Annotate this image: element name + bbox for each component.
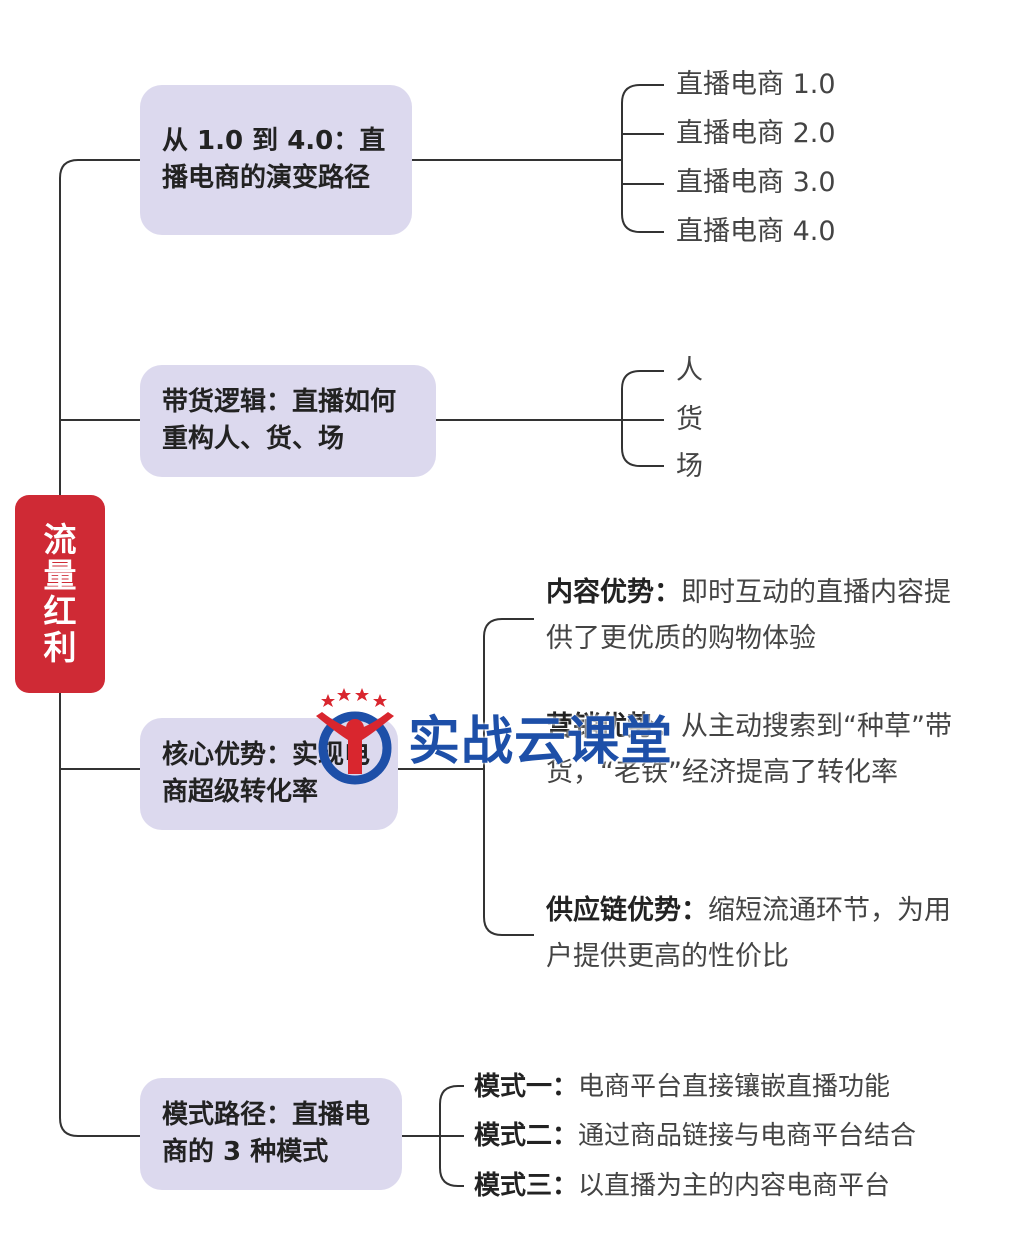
detail-marketing-title: 营销优势： bbox=[546, 711, 681, 742]
leaf-live-3: 直播电商 3.0 bbox=[676, 167, 836, 198]
mode-three: 模式三：以直播为主的内容电商平台 bbox=[474, 1169, 890, 1203]
root-node: 流量红利 bbox=[15, 495, 105, 693]
leaf-live-4: 直播电商 4.0 bbox=[676, 216, 836, 247]
detail-content-text: 即时互动的直播内容提供了更优质的购物体验 bbox=[546, 577, 951, 654]
branch-advantage-label: 核心优势：实现电商超级转化率 bbox=[162, 740, 371, 807]
watermark-text: 实战云课堂 bbox=[408, 711, 674, 772]
branch-modes-label: 模式路径：直播电商的 3 种模式 bbox=[162, 1100, 371, 1167]
mode-three-title: 模式三： bbox=[474, 1171, 579, 1201]
leaf-goods: 货 bbox=[676, 404, 703, 435]
mode-two-text: 通过商品链接与电商平台结合 bbox=[578, 1121, 917, 1151]
detail-marketing-text: 从主动搜索到“种草”带货，“老铁”经济提高了转化率 bbox=[546, 711, 952, 788]
mode-three-text: 以直播为主的内容电商平台 bbox=[578, 1171, 891, 1201]
leaf-people: 人 bbox=[676, 355, 703, 386]
mode-one-title: 模式一： bbox=[474, 1072, 579, 1102]
root-label: 流量红利 bbox=[43, 520, 77, 667]
watermark: 实战云课堂 bbox=[308, 686, 708, 786]
detail-content-title: 内容优势： bbox=[546, 577, 681, 608]
detail-content: 内容优势：即时互动的直播内容提供了更优质的购物体验 bbox=[546, 570, 966, 662]
leaf-live-1: 直播电商 1.0 bbox=[676, 69, 836, 100]
mode-one-text: 电商平台直接镶嵌直播功能 bbox=[578, 1072, 891, 1102]
branch-evolution: 从 1.0 到 4.0：直播电商的演变路径 bbox=[140, 85, 412, 235]
leaf-venue: 场 bbox=[676, 451, 703, 482]
watermark-logo-icon bbox=[316, 688, 394, 785]
detail-supply-text: 缩短流通环节，为用户提供更高的性价比 bbox=[546, 895, 951, 972]
mode-one: 模式一：电商平台直接镶嵌直播功能 bbox=[474, 1070, 890, 1104]
detail-supply-title: 供应链优势： bbox=[546, 895, 708, 926]
detail-marketing: 营销优势：从主动搜索到“种草”带货，“老铁”经济提高了转化率 bbox=[546, 704, 966, 796]
leaf-live-2: 直播电商 2.0 bbox=[676, 118, 836, 149]
branch-logic: 带货逻辑：直播如何重构人、货、场 bbox=[140, 365, 436, 477]
mode-two: 模式二：通过商品链接与电商平台结合 bbox=[474, 1119, 916, 1153]
branch-modes: 模式路径：直播电商的 3 种模式 bbox=[140, 1078, 402, 1190]
detail-supply: 供应链优势：缩短流通环节，为用户提供更高的性价比 bbox=[546, 888, 966, 980]
branch-evolution-label: 从 1.0 到 4.0：直播电商的演变路径 bbox=[162, 126, 386, 193]
branch-logic-label: 带货逻辑：直播如何重构人、货、场 bbox=[162, 387, 397, 454]
mode-two-title: 模式二： bbox=[474, 1121, 579, 1151]
